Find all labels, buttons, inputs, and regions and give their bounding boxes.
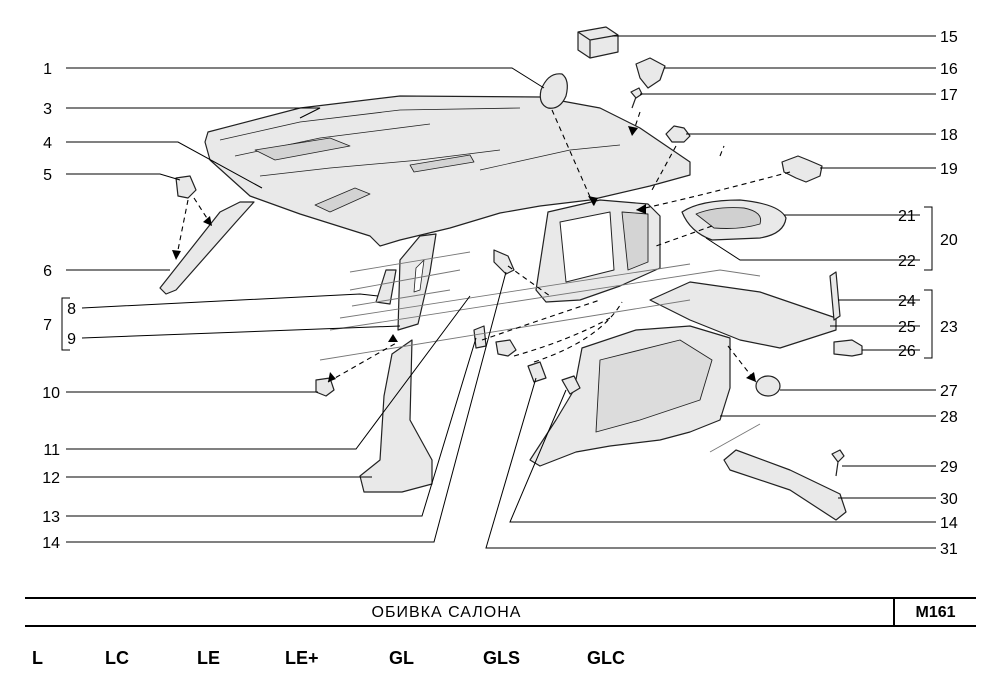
clip-10-part	[315, 377, 335, 397]
callout-10: 10	[42, 385, 60, 402]
callout-7: 7	[43, 317, 52, 334]
leader-lines	[61, 35, 936, 549]
push-rivet-19-part	[781, 155, 823, 183]
callout-24: 24	[898, 293, 916, 310]
variant-l: L	[32, 648, 43, 668]
callout-14-left: 14	[42, 535, 60, 552]
screw-29-part	[831, 449, 845, 477]
variant-glc: GLC	[587, 648, 625, 668]
clip-18-part	[665, 125, 691, 143]
callout-29: 29	[940, 459, 958, 476]
sun-visor-part	[539, 73, 568, 109]
clip-small-part	[473, 325, 487, 349]
clip-5-part	[175, 175, 197, 199]
title-divider	[893, 599, 895, 625]
headliner-part	[204, 95, 691, 247]
callout-27: 27	[940, 383, 958, 400]
b-pillar-strip-part	[375, 269, 397, 305]
variant-le: LE	[197, 648, 221, 668]
parcel-shelf-part	[649, 281, 837, 349]
callout-20: 20	[940, 232, 958, 249]
callout-21: 21	[898, 208, 916, 225]
callout-26: 26	[898, 343, 916, 360]
callout-4: 4	[43, 135, 52, 152]
callout-22: 22	[898, 253, 916, 270]
screw-31-part	[495, 339, 517, 357]
bolt-26-part	[833, 339, 863, 357]
variant-lc: LC	[105, 648, 129, 668]
callout-23: 23	[940, 319, 958, 336]
callouts-left: 1 3 4 5 6 8 7 9 10 11 12 13 14	[42, 61, 76, 552]
screw-small-part	[561, 375, 581, 395]
diagram-title: ОБИВКА САЛОНА	[371, 604, 522, 621]
callout-5: 5	[43, 167, 52, 184]
plug-27-part	[755, 375, 781, 397]
callout-9: 9	[67, 331, 76, 348]
cap-31-part	[527, 361, 547, 383]
callouts-right: 15 16 17 18 19 21 20 22 24 23 25 26 27 2…	[898, 29, 958, 558]
callout-14-right: 14	[940, 515, 958, 532]
diagram-code: М161	[915, 604, 956, 621]
arrow-heads	[172, 126, 756, 382]
variant-gls: GLS	[483, 648, 521, 668]
a-pillar-trim-part	[159, 201, 255, 295]
variant-le-plus: LE+	[285, 648, 319, 668]
callout-18: 18	[940, 127, 958, 144]
screw-17-part	[630, 87, 643, 109]
callout-8: 8	[67, 301, 76, 318]
b-pillar-lower-part	[359, 339, 433, 493]
callout-16: 16	[940, 61, 958, 78]
callout-1: 1	[43, 61, 52, 78]
coat-hook-part	[635, 57, 666, 89]
sill-strip-part	[723, 449, 847, 521]
callout-19: 19	[940, 161, 958, 178]
callout-6: 6	[43, 263, 52, 280]
variant-gl: GL	[389, 648, 414, 668]
clip-block-part	[577, 26, 619, 59]
callout-13: 13	[42, 509, 60, 526]
interior-trim-exploded-diagram: 1 3 4 5 6 8 7 9 10 11 12 13 14 15 16 17 …	[42, 26, 958, 558]
callout-11: 11	[43, 442, 60, 459]
callout-31: 31	[940, 541, 958, 558]
callout-17: 17	[940, 87, 958, 104]
callout-15: 15	[940, 29, 958, 46]
callout-3: 3	[43, 101, 52, 118]
callout-25: 25	[898, 319, 916, 336]
callout-12: 12	[42, 470, 60, 487]
callout-30: 30	[940, 491, 958, 508]
parts-drawing	[159, 26, 863, 521]
title-block: ОБИВКА САЛОНА М161	[25, 597, 976, 627]
screw-14-part	[493, 249, 515, 275]
callout-28: 28	[940, 409, 958, 426]
